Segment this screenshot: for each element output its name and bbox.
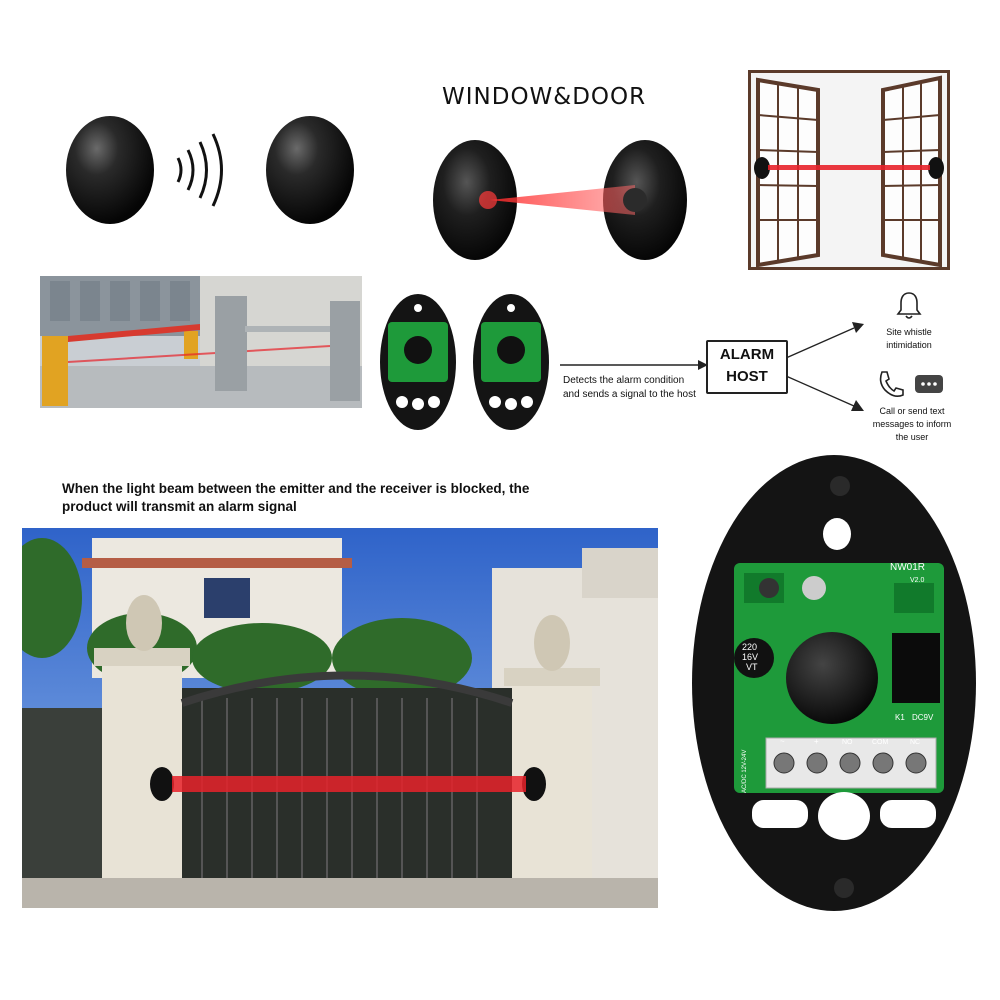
terminal-label-2: NO (842, 739, 853, 746)
wireless-sensor-pair (66, 116, 354, 224)
description-text: When the light beam between the emitter … (62, 481, 530, 514)
pcb-model-label: NW01R (890, 562, 925, 573)
terminal-label-1: + (814, 737, 819, 746)
power-label: DC9V (912, 713, 934, 722)
terminal-label-0: ~ (780, 737, 785, 746)
sensor-lens (786, 632, 878, 724)
barrier-gate-photo (40, 276, 362, 408)
alarm-host-box: ALARM HOST (706, 340, 788, 394)
wireless-waves-icon (176, 133, 223, 207)
gate-beam (172, 776, 526, 792)
pcb-version-label: V2.0 (910, 577, 925, 584)
window-beam (768, 165, 930, 170)
receiver-dome (266, 116, 354, 224)
terminal-label-3: COM (872, 739, 889, 746)
message-icon (915, 375, 943, 393)
relay-label: K1 (895, 713, 905, 722)
arrow-to-host (560, 360, 708, 370)
capacitor-label-3: VT (746, 662, 758, 672)
window-door-heading: WINDOW&DOOR (442, 84, 647, 110)
open-sensor-boards (380, 294, 549, 430)
whistle-caption: Site whistle intimidation (886, 327, 932, 350)
branch-arrows (786, 322, 864, 411)
emitter-dome (66, 116, 154, 224)
terminal-label-4: NC (910, 739, 920, 746)
capacitor (734, 638, 774, 678)
detect-caption: Detects the alarm condition and sends a … (563, 375, 696, 400)
beam-sensor-pair (433, 140, 687, 260)
gate-photo (22, 528, 658, 908)
capacitor-label-1: 220 (742, 642, 757, 652)
call-caption: Call or send text messages to inform the… (872, 406, 952, 442)
side-voltage-label: AC/DC 12V-24V (742, 750, 748, 793)
bell-icon (896, 292, 922, 319)
window-photo (748, 70, 950, 270)
phone-icon (879, 371, 904, 397)
relay (892, 633, 940, 703)
capacitor-label-2: 16V (742, 652, 758, 662)
red-light-beam (490, 185, 635, 215)
sensor-board-closeup: NW01R V2.0 220 16V VT K1 DC9V ~ + NO COM… (692, 455, 976, 911)
